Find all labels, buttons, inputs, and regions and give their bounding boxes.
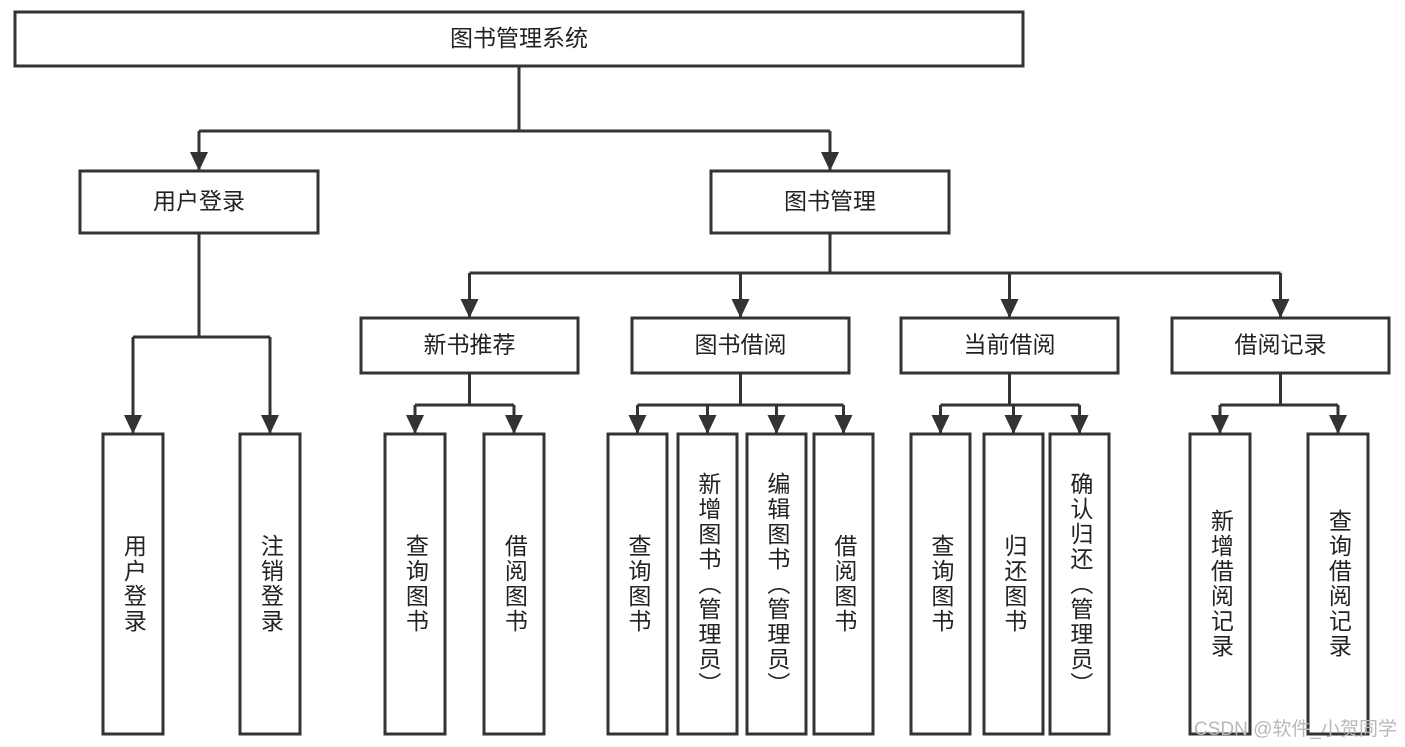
node-label-book-management: 图书管理 [784,188,876,214]
arrow-head-icon [1271,299,1290,318]
node-box-book-borrow[interactable] [630,316,851,375]
node-label-user-login: 用户登录 [153,188,245,214]
node-box-layer [13,10,1391,736]
arrow-head-icon [1000,299,1019,318]
node-box-leaf-return-book[interactable] [982,432,1045,736]
node-label-borrow-records: 借阅记录 [1235,332,1327,358]
arrow-head-icon [698,415,717,434]
node-box-leaf-logout[interactable] [238,432,302,736]
watermark-text: CSDN @软件_小贺同学 [1194,719,1397,740]
node-label-new-book-recommend: 新书推荐 [424,332,516,358]
node-box-leaf-query-borrow-record[interactable] [1306,432,1370,736]
node-label-current-borrow: 当前借阅 [964,332,1056,358]
arrow-head-icon [767,415,786,434]
node-box-user-login[interactable] [78,169,320,235]
arrow-head-icon [124,415,142,434]
node-label-book-borrow: 图书借阅 [695,332,787,358]
arrow-head-icon [821,152,839,171]
arrow-head-icon [460,299,479,318]
node-box-current-borrow[interactable] [899,316,1120,375]
arrow-head-icon [190,152,208,171]
arrow-head-icon [931,415,950,434]
arrow-head-icon [628,415,647,434]
arrow-head-icon [406,415,424,434]
connector-layer [124,66,1347,434]
arrow-head-icon [1329,415,1347,434]
arrow-head-icon [505,415,523,434]
node-box-book-management[interactable] [709,169,951,235]
arrow-head-icon [1004,415,1023,434]
node-box-root[interactable] [13,10,1025,68]
node-box-new-book-recommend[interactable] [359,316,580,375]
node-box-leaf-borrow-book-recommend[interactable] [482,432,546,736]
arrow-head-icon [834,415,853,434]
arrow-head-icon [1211,415,1229,434]
node-box-leaf-query-book-current[interactable] [909,432,972,736]
node-box-leaf-borrow-book[interactable] [812,432,875,736]
node-box-leaf-query-book-recommend[interactable] [383,432,447,736]
node-label-root: 图书管理系统 [450,25,588,51]
arrow-head-icon [261,415,279,434]
node-box-leaf-add-borrow-record[interactable] [1188,432,1252,736]
node-box-leaf-query-book-borrow[interactable] [606,432,669,736]
arrow-head-icon [1070,415,1089,434]
node-box-leaf-edit-book[interactable] [745,432,808,736]
node-box-borrow-records[interactable] [1170,316,1391,375]
arrow-head-icon [731,299,750,318]
node-box-leaf-confirm-return[interactable] [1048,432,1111,736]
node-box-leaf-user-login[interactable] [101,432,165,736]
node-box-leaf-add-book[interactable] [676,432,739,736]
